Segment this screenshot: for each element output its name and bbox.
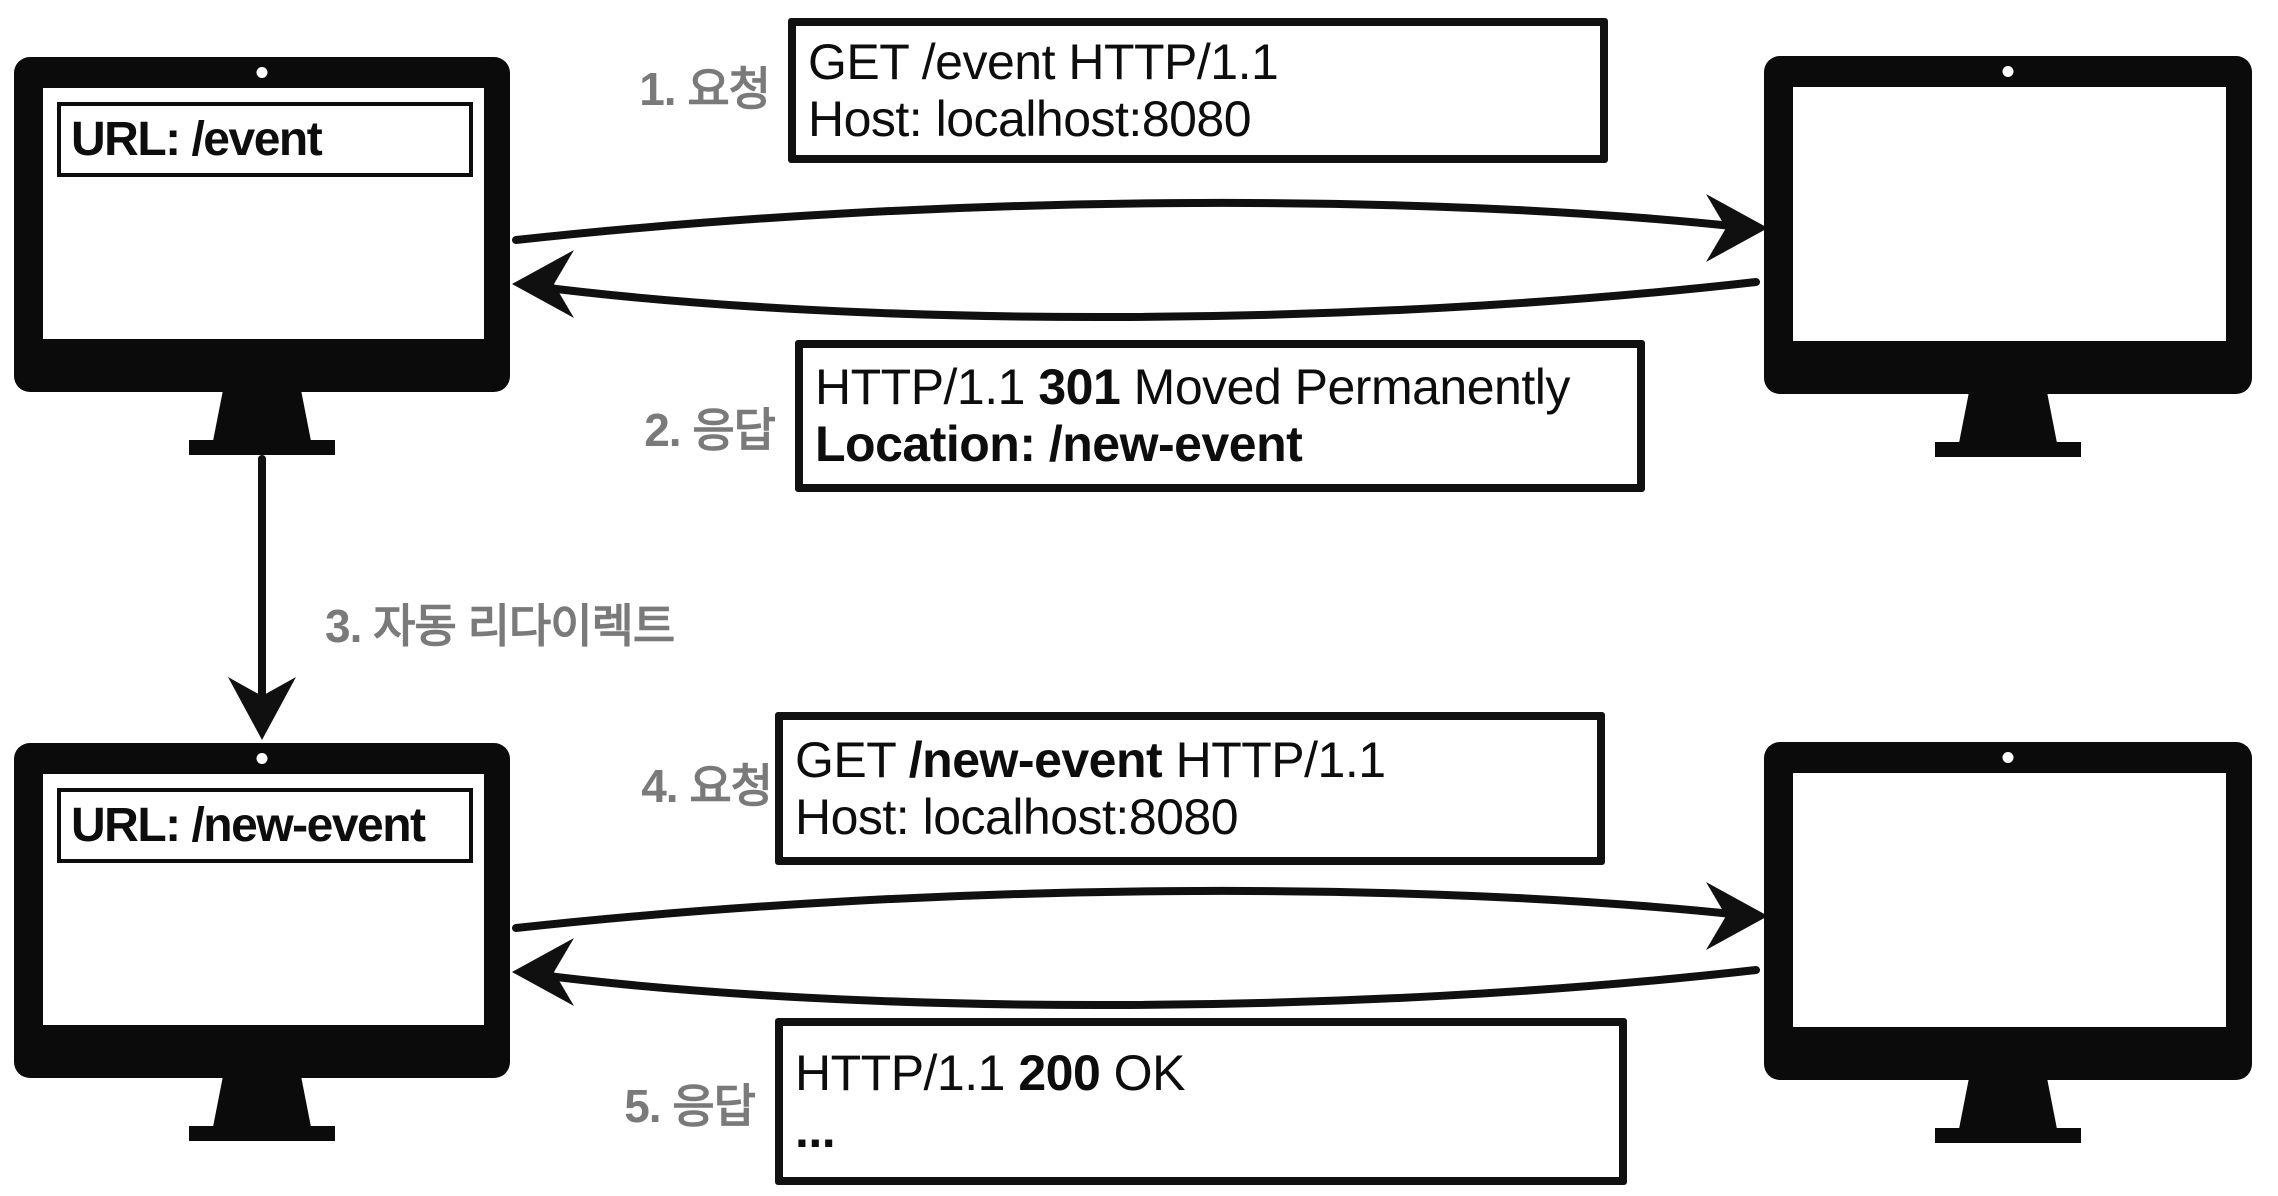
request-1-arrowhead (1706, 194, 1768, 262)
monitor-stand-base (189, 1126, 335, 1141)
monitor-stand-base (189, 440, 335, 455)
message-line: Host: localhost:8080 (795, 788, 1239, 845)
webcam-icon (256, 753, 268, 764)
step-label-5-response: 5. 응답 (624, 1080, 756, 1132)
message-line: HTTP/1.1 200 OK (795, 1044, 1185, 1101)
client-monitor-bottom: URL: /new-event (14, 743, 510, 1141)
monitor-stand-icon (1959, 1079, 2057, 1129)
webcam-icon (2002, 752, 2014, 763)
url-bar-before: URL: /event (57, 102, 473, 177)
server-monitor-top-screen (1793, 87, 2226, 341)
step-label-4-request: 4. 요청 (641, 760, 773, 812)
message-line: Location: /new-event (815, 416, 1303, 472)
response-2-message-box: HTTP/1.1 200 OK... (775, 1018, 1627, 1185)
redirect-arrowhead (228, 677, 296, 740)
response-2-arrow-line (528, 966, 1760, 1009)
client-monitor-bottom-screen: URL: /new-event (43, 774, 484, 1025)
url-bar-before-text: URL: /event (71, 113, 323, 166)
url-bar-after-text: URL: /new-event (71, 799, 426, 852)
monitor-stand-base (1935, 442, 2081, 457)
webcam-icon (2002, 66, 2014, 77)
monitor-stand-icon (1959, 393, 2057, 443)
server-monitor-top (1764, 56, 2252, 457)
request-2-arrowhead (1706, 882, 1768, 950)
url-bar-after: URL: /new-event (57, 788, 473, 863)
server-monitor-bottom (1764, 742, 2252, 1143)
message-line: HTTP/1.1 301 Moved Permanently (815, 359, 1570, 415)
message-line: Host: localhost:8080 (808, 90, 1252, 147)
client-monitor-top-screen: URL: /event (43, 88, 484, 339)
step-label-1-request: 1. 요청 (639, 63, 771, 115)
server-monitor-bottom-screen (1793, 773, 2226, 1027)
step-label-2-response: 2. 응답 (644, 404, 776, 456)
request-2-arrow-line (512, 886, 1746, 932)
step-label-3-auto-redirect: 3. 자동 리다이렉트 (325, 600, 675, 652)
response-1-arrowhead (512, 250, 574, 318)
message-line: GET /event HTTP/1.1 (808, 33, 1279, 90)
webcam-icon (256, 67, 268, 78)
response-1-arrow-line (528, 278, 1760, 321)
monitor-stand-icon (213, 1077, 311, 1127)
monitor-stand-icon (213, 391, 311, 441)
request-1-arrow-line (512, 198, 1746, 244)
monitor-stand-base (1935, 1128, 2081, 1143)
message-line: ... (795, 1101, 836, 1158)
message-line: GET /new-event HTTP/1.1 (795, 731, 1386, 788)
client-monitor-top: URL: /event (14, 57, 510, 455)
response-2-arrowhead (512, 938, 574, 1006)
